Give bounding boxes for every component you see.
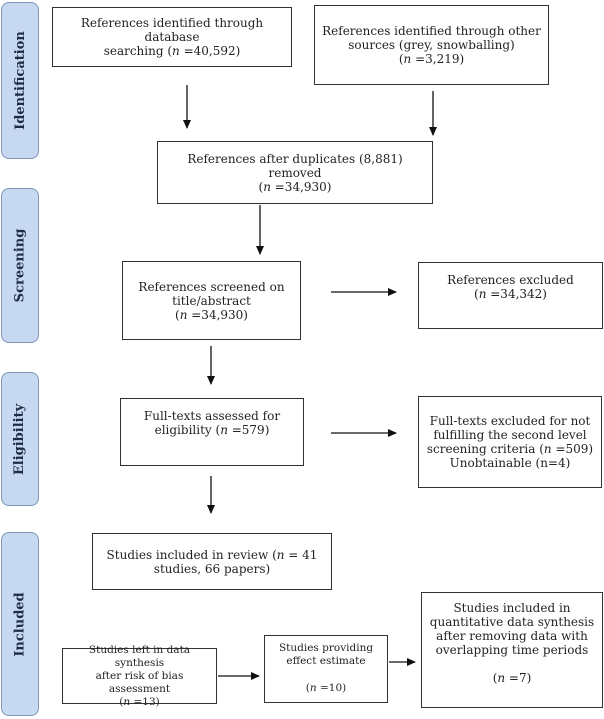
box-duplicates-line1: References after duplicates (8,881) remo… (187, 151, 403, 180)
box-included-review: Studies included in review (n = 41 studi… (92, 533, 332, 590)
box-other-line2: sources (grey, snowballing) (348, 38, 515, 52)
box-quant-line3: after removing data with (436, 629, 588, 643)
box-excluded-line1: References excluded (447, 273, 574, 287)
box-screened-line1: References screened on (138, 279, 285, 294)
box-included-line1: Studies included in review (n = 41 (106, 547, 318, 562)
box-screened-line3: (n =34,930) (175, 307, 248, 322)
phase-eligibility: Eligibility (1, 372, 39, 506)
phase-eligibility-label: Eligibility (12, 403, 28, 475)
box-other-line3: (n =3,219) (398, 52, 465, 66)
box-database-line2: searching (n =40,592) (103, 44, 241, 58)
box-quant-line2: quantitative data synthesis (429, 615, 595, 629)
phase-screening-label: Screening (12, 228, 28, 303)
box-excluded-line2: (n =34,342) (474, 287, 547, 301)
box-effect-line3: (n =10) (305, 682, 347, 694)
box-effect-line2: effect estimate (286, 655, 366, 667)
box-fulltext-line2: eligibility (n =579) (154, 423, 270, 437)
phase-identification: Identification (1, 2, 39, 159)
box-effect-estimate: Studies providing effect estimate (n =10… (264, 635, 388, 703)
box-fulltext-excluded-line4: Unobtainable (n=4) (449, 456, 571, 470)
box-other-line1: References identified through other (322, 24, 541, 38)
box-quantitative-synthesis: Studies included in quantitative data sy… (421, 592, 603, 708)
box-screened-line2: title/abstract (172, 293, 251, 308)
box-screened: References screened on title/abstract (n… (122, 261, 301, 340)
box-quant-line5: (n =7) (492, 671, 532, 685)
box-fulltext-assessed: Full-texts assessed for eligibility (n =… (120, 398, 304, 466)
box-bias-line1: Studies left in data synthesis (88, 643, 191, 669)
box-database-line1: References identified through database (80, 16, 264, 44)
box-included-line2: studies, 66 papers) (153, 561, 271, 576)
phase-screening: Screening (1, 188, 39, 343)
box-bias-assessment: Studies left in data synthesis after ris… (62, 644, 217, 708)
box-quant-line1: Studies included in (453, 601, 571, 615)
box-references-excluded: References excluded (n =34,342) (418, 262, 603, 329)
box-fulltext-excluded-line1: Full-texts excluded for not (429, 414, 591, 428)
box-after-duplicates: References after duplicates (8,881) remo… (157, 141, 433, 204)
phase-included: Included (1, 532, 39, 716)
phase-identification-label: Identification (12, 31, 28, 130)
box-fulltext-excluded-line2: fulfilling the second level (433, 428, 587, 442)
box-bias-line3: (n =13) (119, 695, 160, 708)
phase-included-label: Included (12, 591, 28, 657)
box-other-sources: References identified through other sour… (314, 5, 549, 85)
box-fulltext-line1: Full-texts assessed for (143, 409, 281, 423)
box-duplicates-line2: (n =34,930) (258, 179, 332, 194)
box-fulltext-excluded-line3: screening criteria (n =509) (426, 442, 594, 456)
box-effect-line1: Studies providing (278, 642, 374, 654)
box-fulltext-excluded: Full-texts excluded for not fulfilling t… (418, 396, 602, 488)
box-database-search: References identified through database s… (52, 7, 292, 67)
box-quant-line4: overlapping time periods (435, 643, 589, 657)
box-bias-line2: after risk of bias assessment (95, 669, 184, 695)
